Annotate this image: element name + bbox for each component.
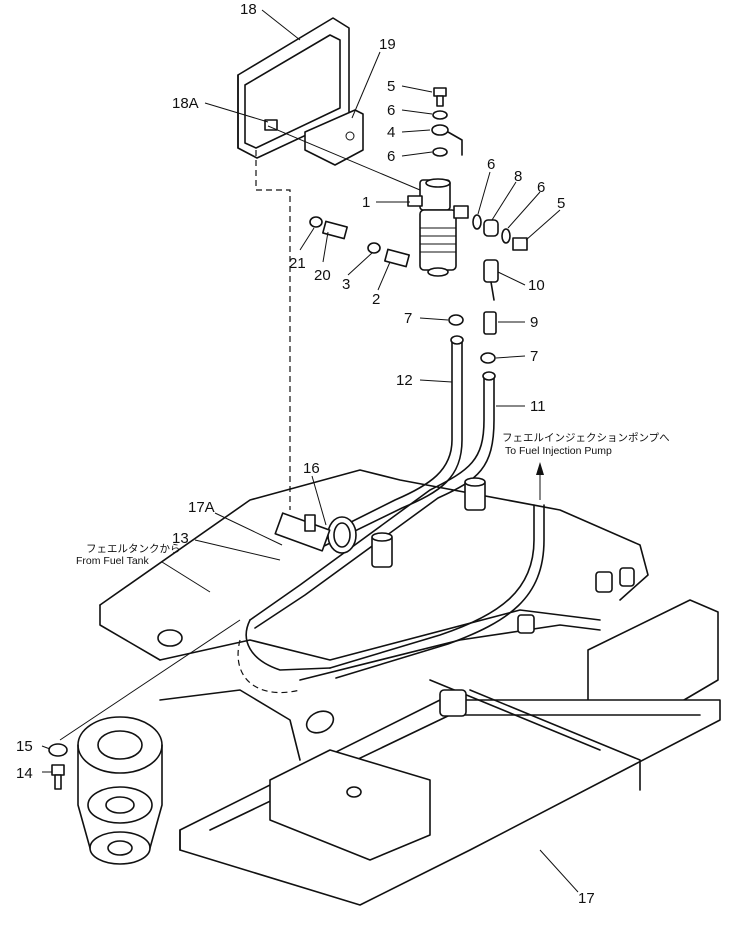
- label-3: 3: [342, 276, 350, 293]
- revolving-frame-17: [77, 150, 721, 906]
- label-14: 14: [16, 765, 33, 782]
- label-17: 17: [578, 890, 595, 907]
- label-21: 21: [289, 255, 306, 272]
- label-13: 13: [172, 530, 189, 547]
- label-17a: 17A: [188, 499, 215, 516]
- label-12: 12: [396, 372, 413, 389]
- label-19: 19: [379, 36, 396, 53]
- label-5-right: 5: [557, 195, 565, 212]
- flow-notes: フェエルインジェクションポンプへ To Fuel Injection Pump …: [76, 432, 670, 567]
- leader-lines: [41, 9, 579, 893]
- label-6-a: 6: [387, 102, 395, 119]
- fuel-hoses: [245, 335, 545, 679]
- note-from-tank-jp: フェエルタンクから: [86, 543, 181, 555]
- label-11: 11: [530, 398, 546, 415]
- label-20: 20: [314, 267, 331, 284]
- note-to-pump-jp: フェエルインジェクションポンプへ: [502, 432, 670, 444]
- label-2: 2: [372, 291, 380, 308]
- label-7-b: 7: [530, 348, 538, 365]
- note-to-pump-en: To Fuel Injection Pump: [505, 445, 612, 457]
- hose-clamp-16: [274, 512, 357, 554]
- label-6-c: 6: [487, 156, 495, 173]
- label-18a: 18A: [172, 95, 199, 112]
- label-18: 18: [240, 1, 257, 18]
- label-6-d: 6: [537, 179, 545, 196]
- cover-plate-18: [237, 17, 350, 159]
- label-4: 4: [387, 124, 395, 141]
- fuel-filter-1: [407, 178, 469, 277]
- label-16: 16: [303, 460, 320, 477]
- label-15: 15: [16, 738, 33, 755]
- label-6-b: 6: [387, 148, 395, 165]
- arrow-to-pump: [536, 462, 544, 500]
- part-number-labels: 18 19 18A 5 6 4 6 1 6 8 6 5 21 20 3 2 10…: [16, 1, 595, 907]
- label-9: 9: [530, 314, 538, 331]
- label-7-a: 7: [404, 310, 412, 327]
- label-10: 10: [528, 277, 545, 294]
- hardware: [48, 87, 528, 790]
- label-5-top: 5: [387, 78, 395, 95]
- label-8: 8: [514, 168, 522, 185]
- note-from-tank-en: From Fuel Tank: [76, 555, 149, 567]
- label-1: 1: [362, 194, 370, 211]
